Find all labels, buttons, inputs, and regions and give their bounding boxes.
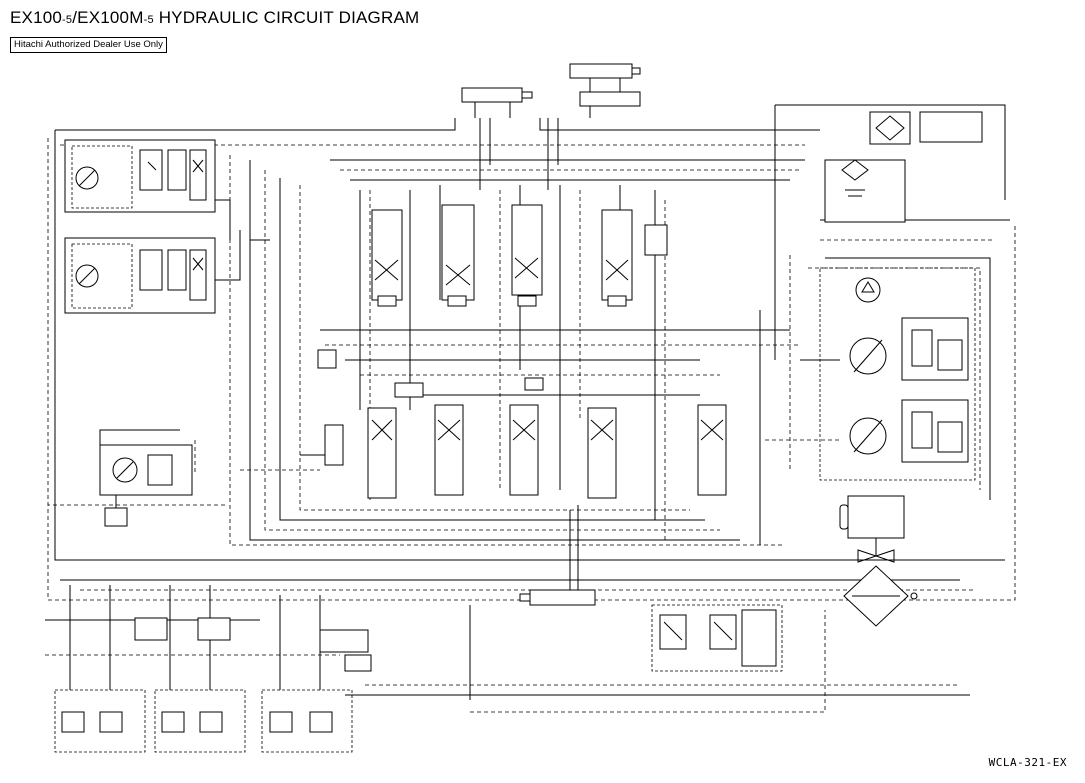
page-title: EX100-5/EX100M-5 HYDRAULIC CIRCUIT DIAGR… (10, 8, 420, 27)
control-valve-spools-lower (317, 349, 727, 499)
pump-regulator-assembly-upper (64, 139, 216, 213)
suction-filter (843, 565, 918, 627)
document-code: WCLA-321-EX (988, 756, 1067, 769)
interior-routing-lines (99, 118, 800, 600)
bucket-cylinder (519, 589, 596, 606)
arm-cylinder (569, 63, 641, 118)
solenoid-valve-block (651, 604, 783, 672)
pilot-valve-group (45, 585, 372, 753)
swing-motor-assembly (99, 444, 193, 527)
main-pump-assembly (819, 267, 976, 481)
pump-regulator-assembly-lower (64, 237, 216, 314)
engine (839, 495, 905, 563)
dealer-use-notice: Hitachi Authorized Dealer Use Only (10, 37, 167, 53)
oil-cooler (869, 111, 983, 145)
boom-cylinder (461, 87, 533, 118)
hydraulic-tank (824, 159, 906, 223)
control-valve-spools-upper (371, 204, 668, 307)
